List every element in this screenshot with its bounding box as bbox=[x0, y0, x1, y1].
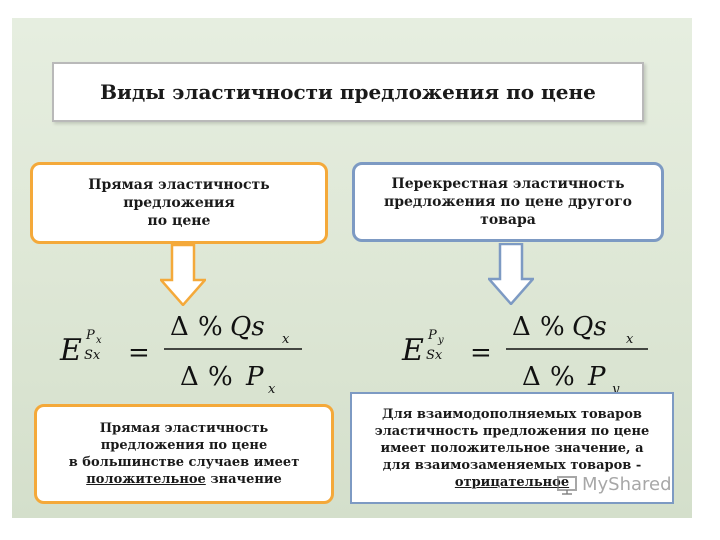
formula-den-var: P bbox=[245, 362, 264, 392]
formula-sup-sub: y bbox=[437, 335, 444, 346]
formula-den-sub: y bbox=[611, 382, 620, 397]
negative-word: отрицательное bbox=[454, 474, 570, 490]
note-line: предложения по цене bbox=[100, 438, 268, 453]
formula-den-pct: % bbox=[550, 362, 575, 392]
formula-num-var: Qs bbox=[230, 312, 265, 342]
formula-sub-sx: Sx bbox=[426, 348, 443, 363]
formula-num-var: Qs bbox=[572, 312, 607, 342]
formula-e: E bbox=[59, 333, 82, 368]
note-line: Прямая эластичность bbox=[99, 421, 269, 436]
formula-num-pct: % bbox=[198, 312, 223, 342]
direct-elasticity-box: Прямая эластичность предложения по цене bbox=[30, 162, 328, 244]
cross-elasticity-line: Перекрестная эластичность bbox=[391, 176, 625, 192]
formula-den-delta: Δ bbox=[522, 362, 541, 392]
down-arrow-orange-icon bbox=[160, 244, 206, 306]
cross-elasticity-line: предложения по цене другого bbox=[383, 194, 633, 210]
cross-elasticity-line: товара bbox=[480, 212, 536, 228]
formula-sup-p: P bbox=[427, 328, 437, 343]
direct-elasticity-line: по цене bbox=[147, 213, 211, 229]
direct-elasticity-line: предложения bbox=[123, 195, 235, 211]
formula-den-var: P bbox=[587, 362, 606, 392]
formula-den-delta: Δ bbox=[180, 362, 199, 392]
formula-equals: = bbox=[470, 338, 492, 368]
formula-den-sub: x bbox=[268, 382, 276, 397]
note-line: отрицательное bbox=[375, 474, 650, 491]
title-box: Виды эластичности предложения по цене bbox=[52, 62, 644, 122]
formula-num-delta: Δ bbox=[512, 312, 531, 342]
page-title: Виды эластичности предложения по цене bbox=[100, 80, 596, 104]
note-line: положительное значение bbox=[69, 471, 300, 488]
down-arrow-blue-icon bbox=[488, 243, 534, 305]
positive-word: положительное bbox=[86, 472, 206, 487]
watermark: MyShared bbox=[556, 474, 672, 495]
formula-num-sub: x bbox=[626, 332, 634, 347]
cross-elasticity-note-box: Для взаимодополняемых товаров эластичнос… bbox=[350, 392, 674, 504]
note-line: для взаимозаменяемых товаров - bbox=[382, 457, 642, 473]
formula-e: E bbox=[401, 333, 424, 368]
note-line: эластичность предложения по цене bbox=[374, 423, 650, 439]
cross-elasticity-box: Перекрестная эластичность предложения по… bbox=[352, 162, 664, 242]
direct-elasticity-line: Прямая эластичность bbox=[88, 177, 270, 193]
formula-num-pct: % bbox=[540, 312, 565, 342]
direct-elasticity-note-box: Прямая эластичность предложения по цене … bbox=[34, 404, 334, 504]
formula-sub-sx: Sx bbox=[84, 348, 101, 363]
note-line-rest: значение bbox=[205, 472, 282, 487]
note-line: Для взаимодополняемых товаров bbox=[382, 406, 642, 422]
note-line: в большинстве случаев имеет bbox=[68, 455, 300, 470]
formula-num-sub: x bbox=[282, 332, 290, 347]
formula-num-delta: Δ bbox=[170, 312, 189, 342]
formula-equals: = bbox=[128, 338, 150, 368]
formula-den-pct: % bbox=[208, 362, 233, 392]
cross-elasticity-formula: E P y Sx = Δ % Qs x Δ % P y bbox=[400, 305, 670, 400]
presentation-icon bbox=[557, 475, 577, 495]
formula-sup-p: P bbox=[85, 328, 95, 343]
formula-sup-sub: x bbox=[96, 335, 102, 346]
watermark-text: MyShared bbox=[582, 474, 672, 495]
direct-elasticity-formula: E P x Sx = Δ % Qs x Δ % P x bbox=[58, 305, 318, 400]
note-line: имеет положительное значение, а bbox=[380, 440, 644, 456]
